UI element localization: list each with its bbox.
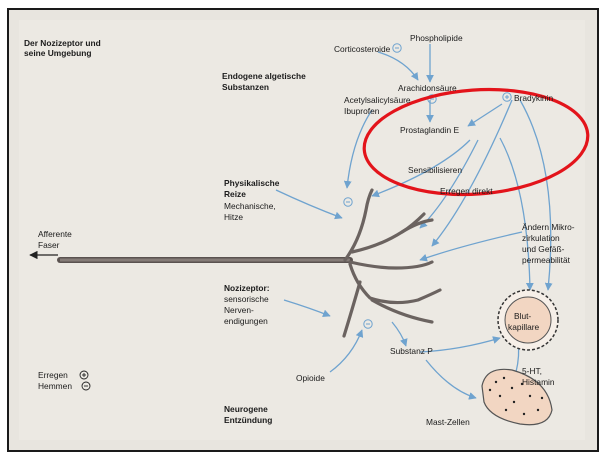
title-line-1: Der Nozizeptor und [24,38,101,48]
arrow-reize-nerve [276,190,342,218]
ht-label-2: Histamin [522,377,555,387]
blut-label-2: kapillare [508,322,539,332]
aendern-label-3: und Gefäß- [522,244,564,254]
blut-label-1: Blut- [514,311,531,321]
physikalische-label-1: Physikalische [224,178,279,188]
aendern-label-4: permeabilität [522,255,570,265]
opioide-label: Opioide [296,373,325,383]
mast-label: Mast-Zellen [426,417,470,427]
arrow-substanzp-mast [426,360,476,398]
acetylsalicyl-label: Acetylsalicylsäure [344,95,411,105]
legend-erregen: Erregen [38,370,68,380]
arrow-mikro-nerve [420,232,522,260]
aendern-label-1: Ändern Mikro- [522,222,575,232]
arrow-prosta-erregen [420,140,478,228]
arrow-nozizeptor-nerve [284,300,330,316]
arrow-prosta-gefaess [500,138,530,290]
endogene-label-1: Endogene algetische [222,71,306,81]
endogene-label-2: Substanzen [222,82,269,92]
erregen-direkt-label: Erregen direkt [440,186,493,196]
corticosteroide-label: Corticosteroide [334,44,390,54]
arrow-bradykinin-prostaglandin [468,104,502,126]
neurogene-label-2: Entzündung [224,415,272,425]
legend-symbols [80,371,90,390]
neurogene-label-1: Neurogene [224,404,268,414]
bradykinin-label: Bradykinin [514,93,553,103]
arrow-cortico-arachidon [378,52,418,80]
arrow-nerve-substanzp [392,322,406,346]
substanz-p-label: Substanz P [390,346,433,356]
afferente-label-2: Faser [38,240,59,250]
arrow-opioide-nerve [330,330,362,372]
afferent-fiber [30,255,350,260]
arachidonsaeure-label: Arachidonsäure [398,83,457,93]
title-line-2: seine Umgebung [24,48,91,58]
nozizeptor-label-4: endigungen [224,316,268,326]
aendern-label-2: zirkulation [522,233,560,243]
nozizeptor-label-1: Nozizeptor: [224,283,270,293]
arrow-asa-to-nerve [347,110,372,188]
ibuprofen-label: Ibuprofen [344,106,379,116]
afferente-label-1: Afferente [38,229,72,239]
physikalische-label-2: Reize [224,189,246,199]
nerve-endings [344,190,440,336]
phospholipide-label: Phospholipide [410,33,463,43]
pathway-arrows [276,44,551,398]
legend-hemmen: Hemmen [38,381,72,391]
hitze-label: Hitze [224,212,243,222]
ht-label-1: 5-HT, [522,366,542,376]
mechanische-label: Mechanische, [224,201,276,211]
prostaglandin-label: Prostaglandin E [400,125,459,135]
nozizeptor-label-3: Nerven- [224,305,254,315]
sensibilisieren-label: Sensibilisieren [408,165,462,175]
nozizeptor-label-2: sensorische [224,294,269,304]
